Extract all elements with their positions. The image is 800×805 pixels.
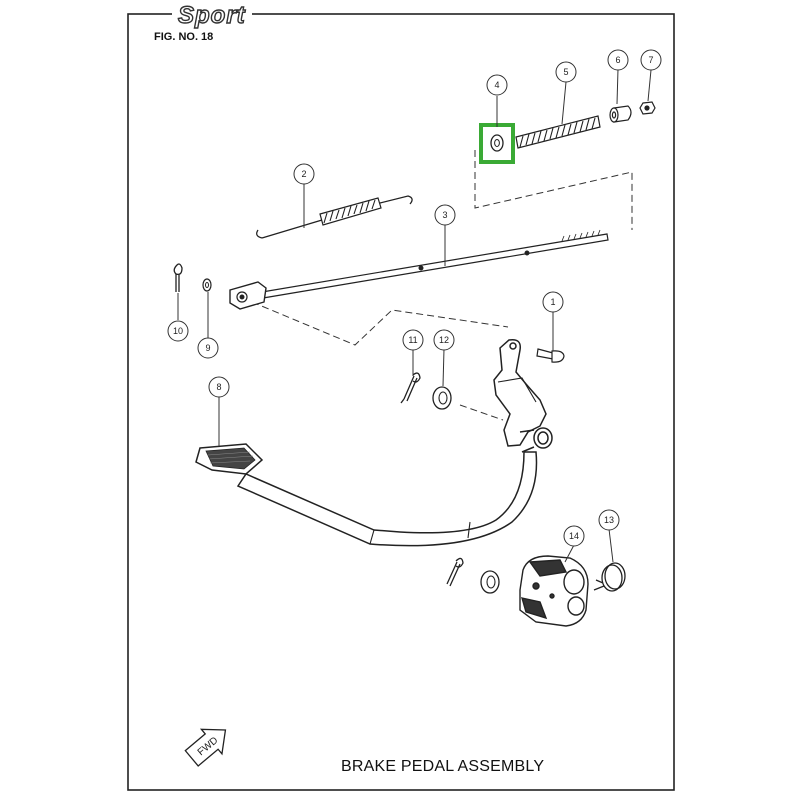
callout-8-label: 8 [216, 382, 221, 392]
washer-part-4 [479, 123, 515, 164]
callout-8: 8 [208, 376, 230, 398]
dashed-leaders [251, 150, 633, 421]
nut-part-7 [639, 101, 656, 115]
callout-11: 11 [402, 329, 424, 351]
callout-13: 13 [598, 509, 620, 531]
callout-10-label: 10 [173, 326, 183, 336]
cotter-pin-lower [446, 557, 464, 587]
callout-2-label: 2 [301, 169, 306, 179]
callout-7: 7 [640, 49, 662, 71]
cotter-pin-part-11 [400, 372, 421, 404]
callout-14-label: 14 [569, 531, 579, 541]
callout-2: 2 [293, 163, 315, 185]
brake-rod [229, 229, 609, 310]
callout-6: 6 [607, 49, 629, 71]
callout-12-label: 12 [439, 335, 449, 345]
callout-5: 5 [555, 61, 577, 83]
callout-circles: 4 5 6 7 2 3 1 11 12 10 9 8 14 13 [167, 49, 662, 547]
frame-border [127, 13, 675, 791]
return-spring [256, 195, 413, 239]
bolt-part-1 [536, 348, 565, 363]
callout-3-label: 3 [442, 210, 447, 220]
brake-pedal-arm [195, 338, 553, 547]
callout-5-label: 5 [563, 67, 568, 77]
callout-14: 14 [563, 525, 585, 547]
washer-lower [480, 570, 500, 594]
callout-9-label: 9 [205, 343, 210, 353]
callout-11-label: 11 [408, 335, 417, 345]
callout-12: 12 [433, 329, 455, 351]
callout-9: 9 [197, 337, 219, 359]
callout-1: 1 [542, 291, 564, 313]
bushing-part-6 [609, 105, 632, 123]
figure-number: FIG. NO. 18 [154, 31, 214, 43]
callout-4: 4 [486, 74, 508, 96]
callout-leaders [177, 68, 652, 563]
washer-part-9 [202, 278, 212, 292]
callout-4-label: 4 [494, 80, 499, 90]
diagram-title: BRAKE PEDAL ASSEMBLY [341, 758, 545, 775]
brand-logo: Sport [172, 1, 252, 30]
callout-1-label: 1 [550, 297, 555, 307]
callout-13-label: 13 [604, 515, 614, 525]
pivot-bracket-part-14 [519, 555, 589, 627]
callout-3: 3 [434, 204, 456, 226]
spring-part-5 [515, 115, 601, 149]
washer-part-12 [432, 386, 452, 410]
callout-10: 10 [167, 320, 189, 342]
callout-7-label: 7 [648, 55, 653, 65]
cotter-pin-part-10 [173, 263, 183, 292]
spring-part-13 [593, 562, 626, 592]
callout-6-label: 6 [615, 55, 620, 65]
fwd-arrow-icon: FWD [184, 728, 227, 767]
